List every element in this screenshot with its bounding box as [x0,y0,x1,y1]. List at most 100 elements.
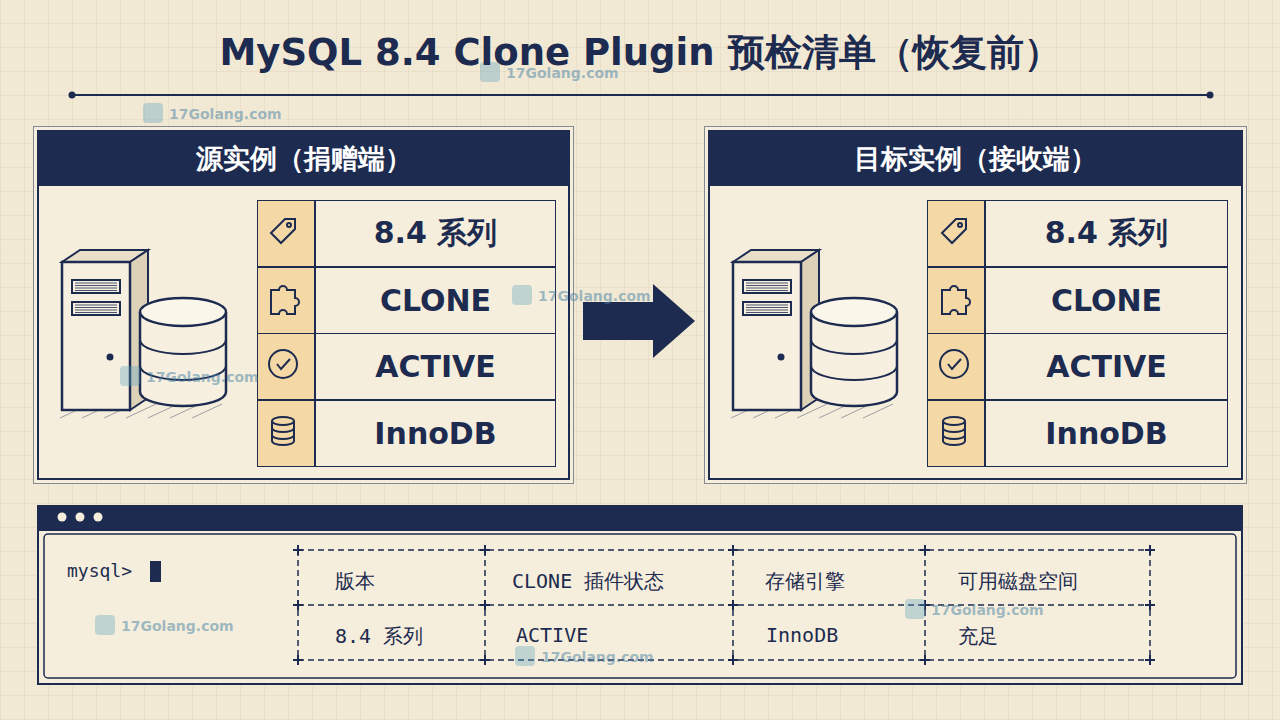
path-shape [140,366,226,380]
terminal-window: mysql> [37,505,1243,685]
ellipse-shape [140,298,226,326]
tag-icon-hole [958,223,962,227]
line-shape [746,290,788,291]
line-shape [60,404,90,418]
window-dot [94,513,103,522]
rect-shape [72,280,120,293]
cursor-block [150,561,161,582]
table-cell: 8.4 系列 [335,623,423,650]
line-shape [746,305,788,306]
table-corner [1145,600,1155,610]
line-shape [75,312,117,313]
line-shape [104,404,134,418]
table-cell: 版本 [335,568,375,595]
panel-header: 源实例（捐赠端） [39,132,568,186]
line-shape [863,404,893,418]
table-cell: InnoDB [766,623,838,647]
table-cell: 可用磁盘空间 [958,568,1078,595]
table-corner [293,545,303,555]
terminal-inner-frame [44,534,1236,678]
puzzle-icon [271,286,299,314]
line-shape [753,404,783,418]
row-icons [940,219,970,445]
path-shape [811,312,897,406]
table-corner [480,655,490,665]
row-icons [269,219,299,445]
table-corner [293,600,303,610]
line-shape [746,283,788,284]
watermark: 17Golang.com [512,285,651,307]
path-shape [140,312,226,406]
check-value: ACTIVE [1046,349,1167,384]
diagram-title: MySQL 8.4 Clone Plugin 预检清单（恢复前） [0,28,1280,78]
table-rule [298,604,1150,606]
rect-shape [743,302,791,315]
check-value: ACTIVE [375,349,496,384]
table-cell: ACTIVE [516,623,588,647]
polygon-shape [130,250,148,410]
path-shape [811,340,897,354]
table-cell: 存储引擎 [765,568,845,595]
line-shape [731,404,761,418]
line-shape [82,404,112,418]
polygon-shape [733,250,819,262]
check-row: InnoDB [257,400,556,467]
server-illustration [731,250,897,418]
check-value: 8.4 系列 [374,213,498,254]
line-shape [170,404,200,418]
watermark: 17Golang.com [515,646,654,668]
tag-icon [271,219,295,243]
panel-header: 目标实例（接收端） [710,132,1241,186]
rect-shape [733,262,801,410]
circle-shape [107,354,114,361]
db-icon [943,417,965,425]
line-shape [75,285,117,286]
db-icon-body [943,421,965,445]
server-illustration [60,250,226,418]
db-icon-body [272,421,294,445]
table-corner [1145,545,1155,555]
check-row: ACTIVE [257,333,556,400]
table-corner [920,600,930,610]
circle-shape [778,354,785,361]
polygon-shape [62,250,148,262]
line-shape [75,305,117,306]
path-shape [140,340,226,354]
line-shape [746,312,788,313]
table-cell: 充足 [958,623,998,650]
watermark: 17Golang.com [143,103,282,125]
table-rule [1149,550,1151,660]
watermark: 17Golang.com [95,615,234,637]
line-shape [775,404,805,418]
line-shape [746,285,788,286]
line-shape [746,310,788,311]
db-icon [272,417,294,425]
line-shape [75,283,117,284]
tag-icon [942,219,966,243]
rect-shape [62,262,130,410]
table-rule [484,550,486,660]
line-shape [75,307,117,308]
check-value: InnoDB [1045,416,1167,451]
check-row: InnoDB [927,400,1228,467]
table-rule [298,549,1150,551]
table-rule [732,550,734,660]
table-rule [297,550,299,660]
line-shape [841,404,871,418]
line-shape [148,404,178,418]
table-corner [920,655,930,665]
polygon-shape [801,250,819,410]
check-value: InnoDB [374,416,496,451]
line-shape [126,404,156,418]
rect-shape [72,302,120,315]
ascii-table [298,550,1150,660]
line-shape [75,288,117,289]
line-shape [192,404,222,418]
table-rule [924,550,926,660]
instance-panel: 目标实例（接收端）8.4 系列CLONEACTIVEInnoDB [708,130,1243,480]
check-row: CLONE [257,267,556,334]
table-corner [728,600,738,610]
check-value: 8.4 系列 [1045,213,1169,254]
